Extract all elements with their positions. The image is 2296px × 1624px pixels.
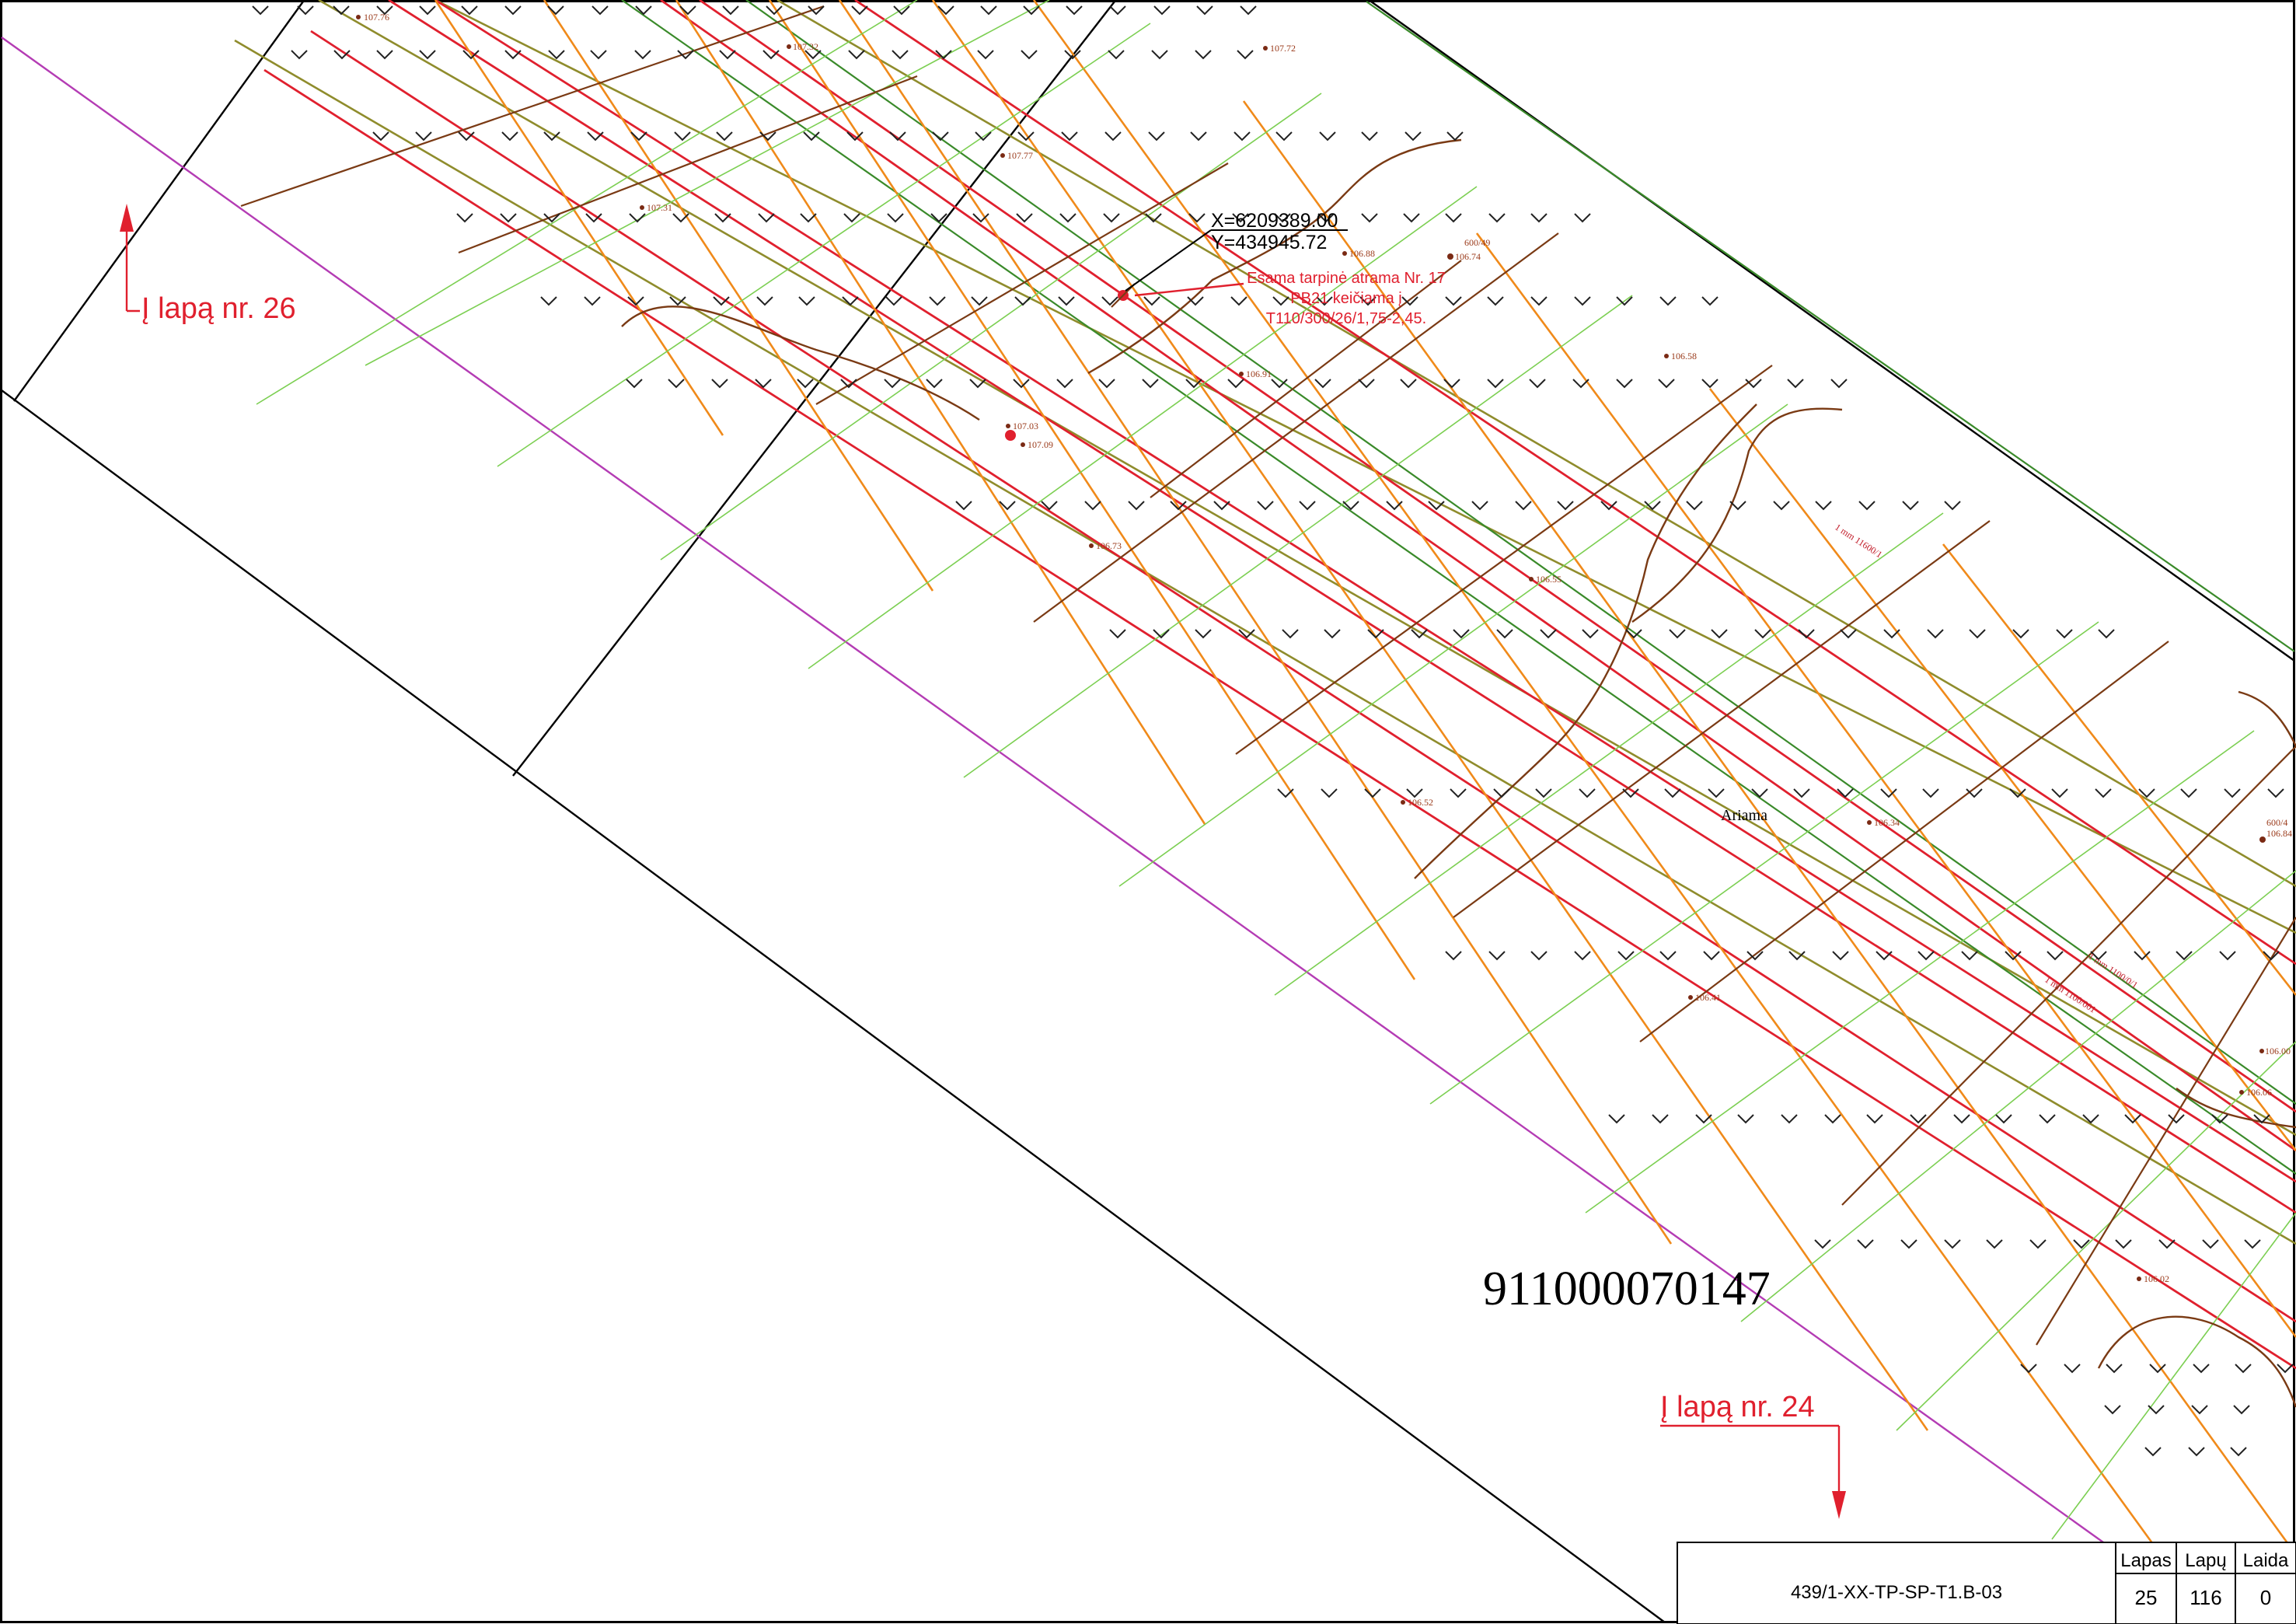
spot-heights: 107.76 107.72 107.32 107.77 107.31 106.8… — [356, 12, 2292, 1284]
coordinate-x: X=6209389.00 — [1211, 210, 1338, 232]
support-note-line3: T110/300/26/1,75-2,45. — [1266, 310, 1426, 327]
land-use-label: Ariama — [1721, 807, 1767, 824]
spot-height-label: 107.09 — [1028, 439, 1053, 450]
contour-lines — [621, 138, 2296, 1408]
coordinate-y: Y=434945.72 — [1211, 232, 1327, 253]
spot-height-label: 600/4 — [2266, 817, 2287, 828]
spot-height-label: 106.84 — [2266, 828, 2292, 839]
support-note-line2: PB21 keičiama į — [1290, 290, 1401, 307]
power-line-corridor — [234, 0, 2296, 1370]
purple-boundary-line — [1, 37, 2216, 1623]
coordinate-callout: X=6209389.00 Y=434945.72 — [1125, 210, 1348, 292]
spot-height-label: 106.34 — [1874, 817, 1900, 828]
sheet-ref-top-left: Į lapą nr. 26 — [120, 204, 296, 325]
spot-height-label: 106.41 — [1695, 992, 1721, 1003]
support-marker — [1005, 430, 1016, 441]
spot-height-label: 106.52 — [1408, 797, 1433, 808]
sheet-ref-label: Į lapą nr. 26 — [141, 292, 296, 325]
parcel-number: 911000070147 — [1483, 1263, 1771, 1315]
spot-height-label: 107.77 — [1007, 150, 1033, 161]
sheet-ref-label: Į lapą nr. 24 — [1660, 1391, 1815, 1423]
header-lapu: Lapų — [2185, 1550, 2226, 1571]
line-label: 1 mm 11600/1 — [1833, 522, 1884, 561]
spot-height-label: 106.73 — [1096, 540, 1122, 551]
spot-height-label: 106.88 — [1349, 248, 1375, 259]
spot-height-label: 107.32 — [793, 41, 818, 52]
spot-height-label: 106.58 — [1671, 351, 1697, 361]
header-laida: Laida — [2243, 1550, 2289, 1571]
support-note: Esama tarpinė atrama Nr. 17 PB21 keičiam… — [1247, 270, 1446, 327]
spot-height-label: 107.31 — [647, 202, 672, 213]
spot-height-label: 106.00 — [2265, 1046, 2291, 1056]
support-note-line1: Esama tarpinė atrama Nr. 17 — [1247, 270, 1446, 287]
spot-height-label: 106.02 — [2144, 1273, 2169, 1284]
crossing-grid — [240, 0, 2296, 1556]
protection-zone-edge — [1366, 1, 2295, 652]
spot-height-label: 107.72 — [1270, 43, 1296, 54]
document-code: 439/1-XX-TP-SP-T1.B-03 — [1791, 1582, 2002, 1603]
existing-support-17 — [1111, 282, 1244, 308]
title-block: 439/1-XX-TP-SP-T1.B-03 Lapas Lapų Laida … — [1677, 1542, 2296, 1624]
sheet-number: 25 — [2135, 1586, 2158, 1609]
revision: 0 — [2260, 1586, 2271, 1609]
spot-height-label: 106.06 — [2246, 1087, 2272, 1098]
sheet-count: 116 — [2190, 1586, 2221, 1609]
sheet-ref-bottom-right: Į lapą nr. 24 — [1660, 1391, 1846, 1519]
spot-height-label: 106.74 — [1455, 251, 1481, 262]
header-lapas: Lapas — [2120, 1550, 2171, 1571]
spot-height-label: 106.55 — [1536, 574, 1561, 585]
spot-height-label: 107.76 — [364, 12, 389, 23]
vegetation-symbols — [252, 5, 2294, 1457]
spot-height-label: 107.03 — [1013, 421, 1038, 431]
spot-height-label: 106.91 — [1246, 368, 1272, 379]
spot-height-label: 600/49 — [1464, 237, 1490, 248]
